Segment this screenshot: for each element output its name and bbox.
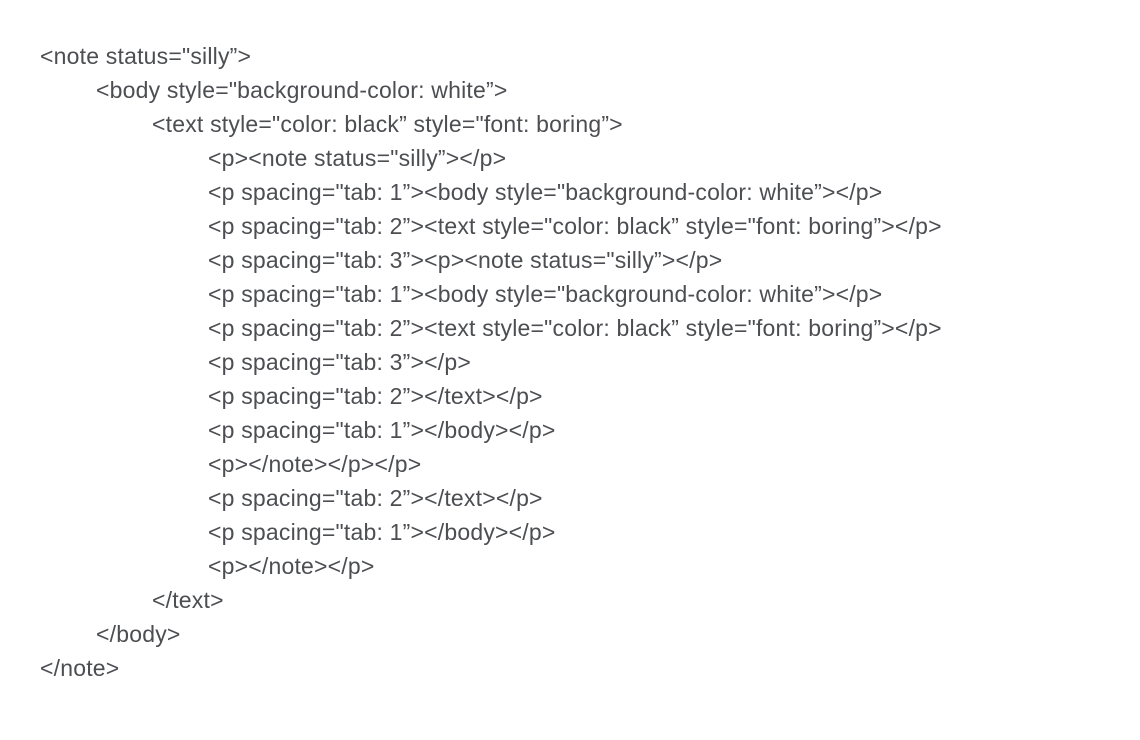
code-line: <body style="background-color: white”> [96,77,508,103]
code-line: <p spacing="tab: 1”></body></p> [208,519,556,545]
code-line: <p spacing="tab: 2”></text></p> [208,485,543,511]
xml-code-block: <note status="silly”> <body style="backgr… [40,43,942,681]
code-line: </note> [40,655,120,681]
code-line: <p></note></p></p> [208,451,422,477]
code-line: <p spacing="tab: 3”><p><note status="sil… [208,247,723,273]
code-line: <p spacing="tab: 1”><body style="backgro… [208,179,883,205]
code-line: <p spacing="tab: 3”></p> [208,349,471,375]
code-line: <p spacing="tab: 2”><text style="color: … [208,315,942,341]
code-line: <p spacing="tab: 1”></body></p> [208,417,556,443]
code-line: <text style="color: black” style="font: … [152,111,623,137]
code-line: <p spacing="tab: 2”><text style="color: … [208,213,942,239]
code-line: </text> [152,587,224,613]
code-line: <p spacing="tab: 2”></text></p> [208,383,543,409]
code-line: <p></note></p> [208,553,375,579]
code-line: <p><note status="silly”></p> [208,145,507,171]
code-line: <note status="silly”> [40,43,252,69]
code-line: </body> [96,621,181,647]
code-line: <p spacing="tab: 1”><body style="backgro… [208,281,883,307]
